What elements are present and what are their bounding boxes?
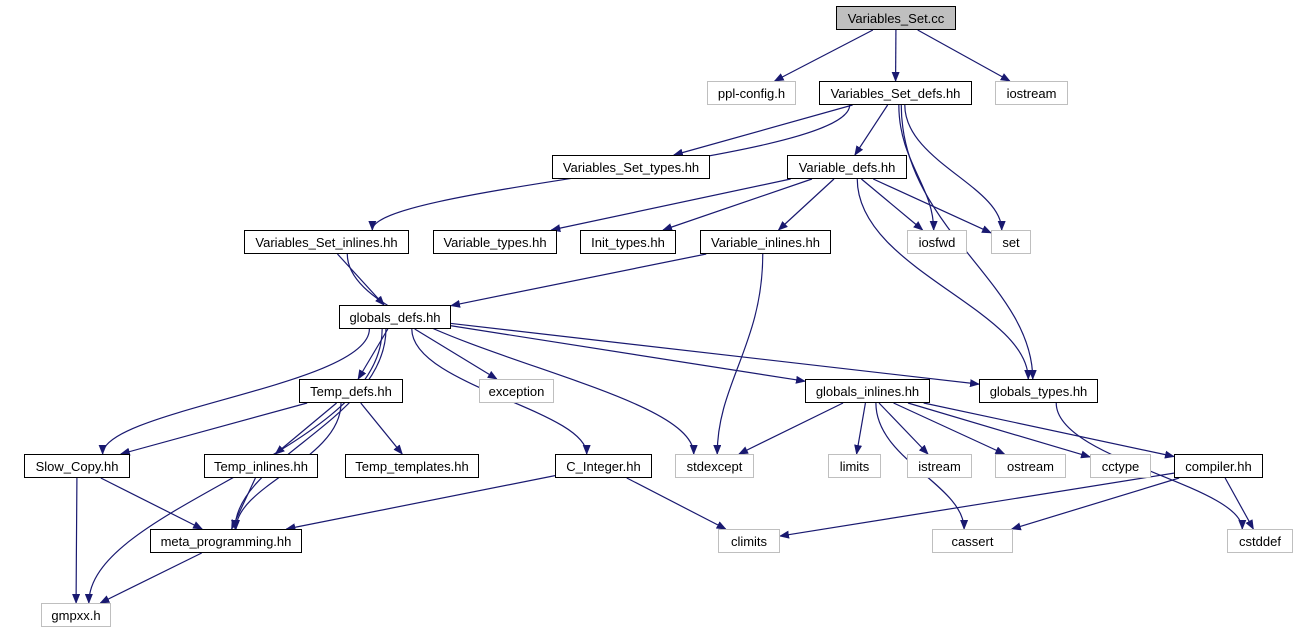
node-variables-set-defs-hh[interactable]: Variables_Set_defs.hh: [819, 81, 972, 105]
edge-variables-set-cc-to-ppl-config-h: [773, 29, 874, 82]
edge-variables-set-defs-hh-to-variables-set-types-hh: [672, 104, 853, 157]
edge-temp-defs-hh-to-temp-inlines-hh: [274, 402, 337, 455]
edge-slow-copy-hh-to-meta-programming-hh: [100, 477, 204, 530]
edge-variable-defs-hh-to-variable-inlines-hh: [777, 178, 835, 231]
node-slow-copy-hh[interactable]: Slow_Copy.hh: [24, 454, 130, 478]
edge-globals-defs-hh-to-meta-programming-hh: [231, 328, 387, 530]
node-meta-programming-hh[interactable]: meta_programming.hh: [150, 529, 302, 553]
edge-variables-set-inlines-hh-to-stdexcept: [346, 253, 698, 455]
node-gmpxx-h[interactable]: gmpxx.h: [41, 603, 111, 627]
node-variables-set-cc[interactable]: Variables_Set.cc: [836, 6, 956, 30]
edge-variables-set-inlines-hh-to-globals-defs-hh: [337, 253, 385, 306]
edge-meta-programming-hh-to-gmpxx-h: [99, 552, 202, 604]
edge-globals-defs-hh-to-exception: [414, 328, 498, 380]
edge-variable-defs-hh-to-set: [872, 178, 992, 234]
edge-globals-inlines-hh-to-ostream: [893, 402, 1006, 455]
edge-slow-copy-hh-to-gmpxx-h: [72, 477, 81, 604]
edge-globals-inlines-hh-to-istream: [878, 402, 929, 455]
node-globals-types-hh[interactable]: globals_types.hh: [979, 379, 1098, 403]
edge-compiler-hh-to-climits: [779, 472, 1175, 539]
edge-globals-defs-hh-to-slow-copy-hh: [98, 328, 370, 455]
edge-globals-inlines-hh-to-compiler-hh: [923, 402, 1175, 459]
edge-globals-defs-hh-to-temp-defs-hh: [357, 328, 389, 380]
node-compiler-hh[interactable]: compiler.hh: [1174, 454, 1263, 478]
edge-variable-defs-hh-to-init-types-hh: [662, 178, 813, 231]
edge-variables-set-cc-to-iostream: [917, 29, 1011, 82]
edge-globals-defs-hh-to-globals-types-hh: [450, 322, 980, 388]
edge-variable-inlines-hh-to-stdexcept: [713, 253, 764, 455]
edge-temp-defs-hh-to-temp-templates-hh: [360, 402, 403, 455]
node-cctype[interactable]: cctype: [1090, 454, 1151, 478]
edge-variable-defs-hh-to-globals-types-hh: [856, 178, 1033, 380]
node-limits[interactable]: limits: [828, 454, 881, 478]
node-set[interactable]: set: [991, 230, 1031, 254]
edge-globals-inlines-hh-to-stdexcept: [738, 402, 844, 455]
edge-compiler-hh-to-cstddef: [1224, 477, 1254, 530]
node-globals-inlines-hh[interactable]: globals_inlines.hh: [805, 379, 930, 403]
node-variables-set-types-hh[interactable]: Variables_Set_types.hh: [552, 155, 710, 179]
edge-compiler-hh-to-cassert: [1010, 477, 1180, 531]
node-iostream[interactable]: iostream: [995, 81, 1068, 105]
edge-globals-inlines-hh-to-limits: [854, 402, 867, 455]
node-temp-templates-hh[interactable]: Temp_templates.hh: [345, 454, 479, 478]
node-ostream[interactable]: ostream: [995, 454, 1066, 478]
node-temp-defs-hh[interactable]: Temp_defs.hh: [299, 379, 403, 403]
node-variable-inlines-hh[interactable]: Variable_inlines.hh: [700, 230, 831, 254]
node-variables-set-inlines-hh[interactable]: Variables_Set_inlines.hh: [244, 230, 409, 254]
edge-temp-defs-hh-to-slow-copy-hh: [119, 402, 308, 456]
node-cstddef[interactable]: cstddef: [1227, 529, 1293, 553]
edge-variable-inlines-hh-to-globals-defs-hh: [450, 253, 707, 308]
node-c-integer-hh[interactable]: C_Integer.hh: [555, 454, 652, 478]
edge-variables-set-defs-hh-to-iosfwd: [898, 104, 938, 231]
edge-variable-defs-hh-to-variable-types-hh: [550, 178, 791, 233]
node-climits[interactable]: climits: [718, 529, 780, 553]
node-iosfwd[interactable]: iosfwd: [907, 230, 967, 254]
edge-variables-set-defs-hh-to-variable-defs-hh: [854, 104, 889, 156]
edge-c-integer-hh-to-meta-programming-hh: [285, 475, 556, 532]
edge-globals-defs-hh-to-globals-inlines-hh: [450, 325, 806, 384]
node-temp-inlines-hh[interactable]: Temp_inlines.hh: [204, 454, 318, 478]
edge-c-integer-hh-to-climits: [626, 477, 727, 530]
node-cassert[interactable]: cassert: [932, 529, 1013, 553]
edge-variable-defs-hh-to-iosfwd: [861, 178, 924, 231]
node-variable-types-hh[interactable]: Variable_types.hh: [433, 230, 557, 254]
edge-globals-inlines-hh-to-cctype: [907, 402, 1091, 459]
node-ppl-config-h[interactable]: ppl-config.h: [707, 81, 796, 105]
node-exception[interactable]: exception: [479, 379, 554, 403]
edge-variables-set-defs-hh-to-set: [904, 104, 1006, 231]
node-variable-defs-hh[interactable]: Variable_defs.hh: [787, 155, 907, 179]
node-istream[interactable]: istream: [907, 454, 972, 478]
edge-temp-inlines-hh-to-meta-programming-hh: [231, 477, 256, 530]
node-stdexcept[interactable]: stdexcept: [675, 454, 754, 478]
node-globals-defs-hh[interactable]: globals_defs.hh: [339, 305, 451, 329]
node-init-types-hh[interactable]: Init_types.hh: [580, 230, 676, 254]
